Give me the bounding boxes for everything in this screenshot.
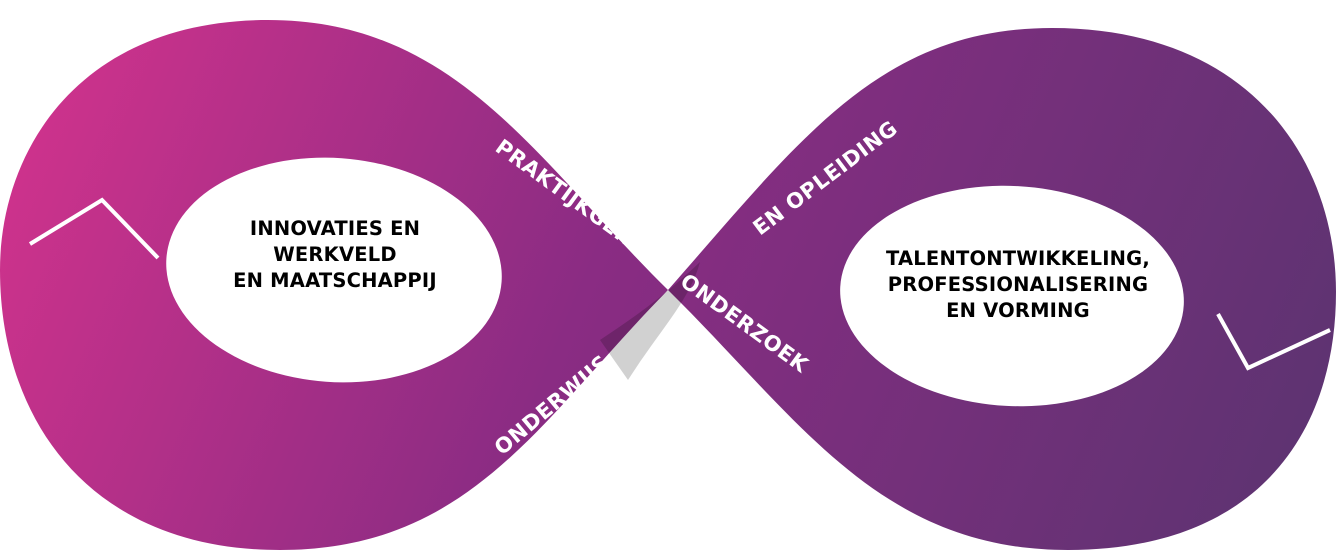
left-loop-line-3: EN MAATSCHAPPIJ: [233, 269, 437, 292]
right-loop-line-2: PROFESSIONALISERING: [887, 273, 1149, 296]
right-loop-line-3: EN VORMING: [946, 299, 1090, 322]
right-loop-line-1: TALENTONTWIKKELING,: [886, 247, 1150, 270]
left-loop-line-2: WERKVELD: [273, 243, 397, 266]
infinity-band: [0, 20, 1336, 550]
crossing-shadow: [600, 262, 700, 380]
arrow-up-icon: [28, 197, 160, 260]
right-loop-hole: [840, 185, 1184, 407]
right-loop-text: TALENTONTWIKKELING, PROFESSIONALISERING …: [858, 246, 1178, 324]
left-loop-hole: [166, 157, 502, 383]
arrow-down-icon: [1216, 313, 1331, 371]
left-loop-line-1: INNOVATIES EN: [249, 217, 421, 240]
left-loop-text: INNOVATIES EN WERKVELD EN MAATSCHAPPIJ: [205, 216, 465, 294]
